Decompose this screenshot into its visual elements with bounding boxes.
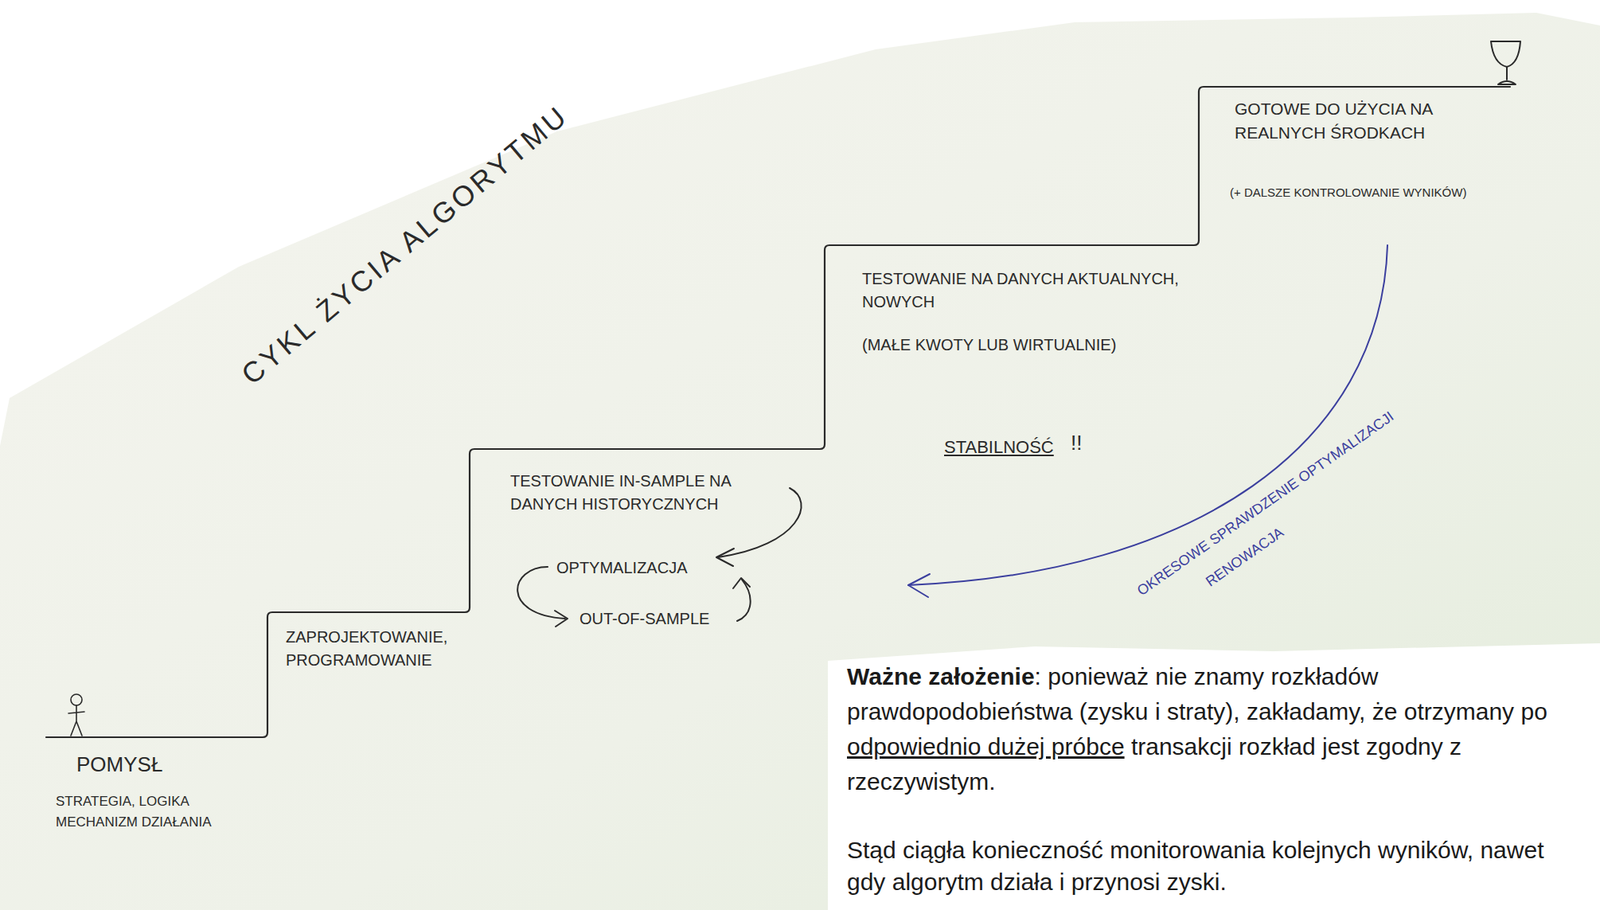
step-label: TESTOWANIE IN-SAMPLE NA DANYCH HISTORYCZ…	[510, 469, 789, 516]
step-label: ZAPROJEKTOWANIE, PROGRAMOWANIE	[285, 625, 485, 672]
emphasis-mark: !!	[1070, 429, 1082, 457]
arc-label: OKRESOWE SPRAWDZENIE OPTYMALIZACJI	[1133, 407, 1398, 601]
diagram-title: CYKL ŻYCIA ALGORYTMU	[233, 96, 578, 395]
note-text: Stąd ciągła konieczność monitorowania ko…	[846, 836, 1551, 895]
step-label: GOTOWE DO UŻYCIA NA REALNYCH ŚRODKACH	[1234, 97, 1482, 146]
goblet-icon	[1490, 41, 1521, 85]
step-note: (+ DALSZE KONTROLOWANIE WYNIKÓW)	[1229, 184, 1467, 201]
note-background	[827, 643, 1600, 910]
renewal-arc	[908, 245, 1388, 598]
stick-figure	[68, 694, 85, 736]
loop-label: OPTYMALIZACJA	[556, 557, 687, 578]
loop-label: OUT-OF-SAMPLE	[579, 608, 710, 629]
step-note: (MAŁE KWOTY LUB WIRTUALNIE)	[862, 334, 1117, 356]
paper-sheet	[0, 12, 1600, 910]
staircase-line	[46, 86, 1511, 738]
emphasis-label: STABILNOŚĆ	[944, 436, 1054, 460]
note-paragraph: Ważne założenie: ponieważ nie znamy rozk…	[846, 659, 1548, 800]
note-heading: Ważne założenie	[846, 663, 1035, 690]
idea-description: STRATEGIA, LOGIKA MECHANIZM DZIAŁANIA	[55, 791, 239, 832]
step-label: TESTOWANIE NA DANYCH AKTUALNYCH, NOWYCH	[862, 267, 1237, 314]
idea-label: POMYSŁ	[76, 751, 163, 779]
note-underlined: odpowiednio dużej próbce	[846, 733, 1125, 760]
note-paragraph: Stąd ciągła konieczność monitorowania ko…	[846, 834, 1548, 898]
